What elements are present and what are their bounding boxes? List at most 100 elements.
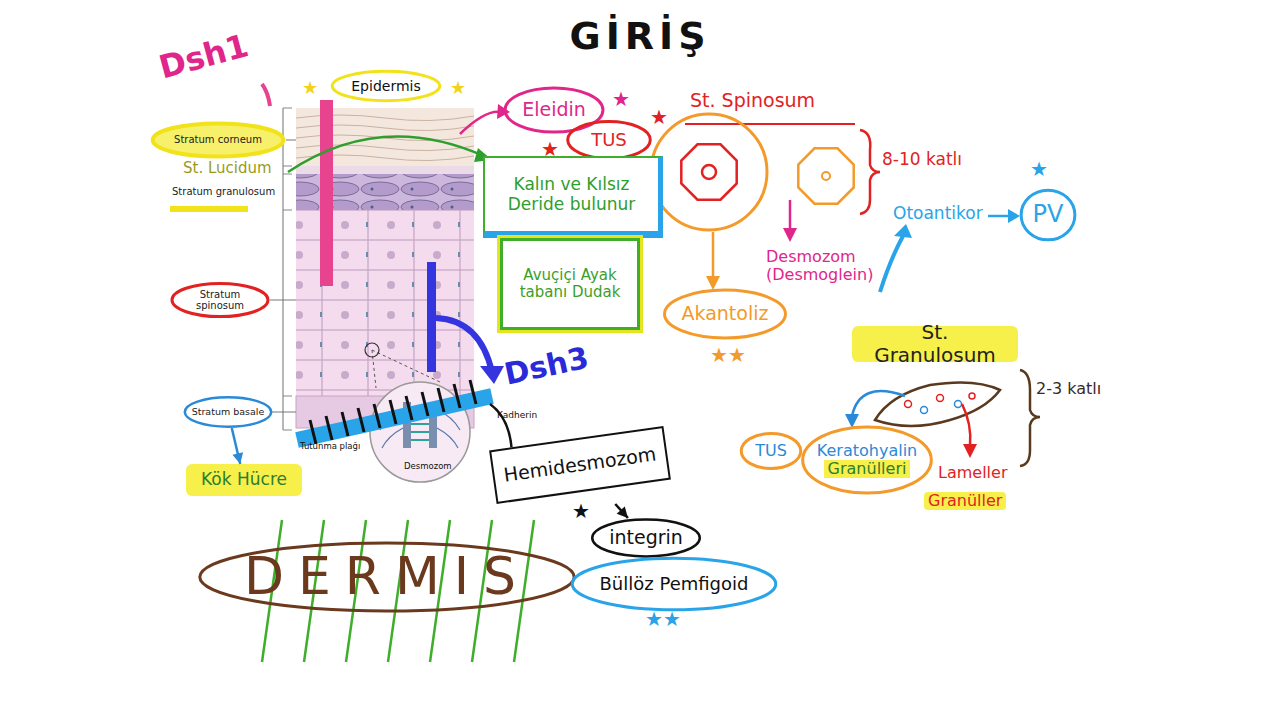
ellipse-node: Akantoliz: [662, 288, 788, 340]
node-text: integrin: [609, 527, 683, 549]
star-mark: ★: [450, 78, 466, 99]
node-body: Eleidin: [503, 86, 605, 134]
arrow-head: [480, 366, 504, 384]
ellipse-shape: [185, 397, 271, 426]
node-body: Epidermis: [330, 70, 442, 102]
ellipse-shape: [172, 283, 268, 316]
node-body: integrin: [590, 518, 702, 558]
ellipse-node: Stratum basale: [183, 396, 273, 428]
arrow-line: [852, 391, 905, 416]
arrow-line: [288, 136, 484, 172]
highlight-underline: [170, 206, 248, 212]
node-body: Akantoliz: [662, 288, 788, 340]
connector: [232, 428, 243, 464]
node-body: Stratum spinosum: [170, 282, 270, 318]
ellipse-shape: [665, 290, 786, 338]
ellipse-node: TUS: [740, 432, 802, 470]
zoom-circle: [365, 343, 379, 357]
leader-line: [270, 140, 296, 412]
node-text: Kalın ve Kılsız Deride bulunur: [491, 175, 652, 214]
text-label: 2-3 katlı: [1036, 380, 1101, 398]
star-mark: ★: [302, 78, 318, 99]
arrow-line: [789, 200, 792, 232]
arrow-head: [963, 444, 977, 458]
text-label: 8-10 katlı: [882, 150, 962, 170]
dsh3-bar: [427, 262, 436, 372]
ellipse-node: KeratohyalinGranülleri: [800, 424, 934, 496]
node-body: Kalın ve Kılsız Deride bulunur: [485, 158, 658, 231]
node-text: Kök Hücre: [201, 470, 287, 490]
node-body: Stratum basale: [183, 396, 273, 428]
star-mark: ★: [541, 138, 559, 161]
ellipse-shape: [200, 543, 574, 611]
node-text: PV: [1033, 201, 1064, 229]
granular-cell: [875, 382, 1000, 426]
ellipse-shape: [803, 427, 932, 493]
star-mark: ★★: [645, 608, 681, 631]
node-text: DERMIS: [244, 547, 530, 607]
text-label: Granüller: [924, 492, 1006, 510]
ellipse-shape: [592, 520, 700, 557]
node-text: Stratum basale: [192, 407, 265, 418]
node-text: Eleidin: [522, 99, 586, 121]
node-body: DERMIS: [192, 540, 582, 614]
ellipse-node: PV: [1020, 188, 1076, 242]
node-body: PV: [1020, 188, 1076, 242]
text-label: Desmozom: [404, 462, 452, 472]
ellipse-shape: [1021, 190, 1075, 240]
node-text: Avuçiçi Ayak tabanı Dudak: [509, 267, 631, 302]
ellipse-node: Epidermis: [330, 70, 442, 102]
node-text: TUS: [591, 130, 627, 151]
arrow-line: [962, 404, 970, 446]
ellipse-node: Eleidin: [503, 86, 605, 134]
granule: [921, 407, 928, 414]
text-label: St. Lucidum: [183, 160, 272, 177]
dsh3-curve: [436, 318, 492, 372]
text-label: Lameller: [938, 464, 1007, 482]
dsh1-hook: [262, 84, 270, 106]
connector: [615, 504, 628, 518]
text-label: Dsh3: [501, 341, 591, 392]
ellipse-node: TUS: [566, 120, 652, 160]
node-text: Stratum spinosum: [176, 289, 264, 312]
star-mark: ★: [1030, 158, 1048, 181]
layer-bracket: [283, 108, 292, 430]
arrow-line: [460, 112, 500, 134]
text-label: Desmozom (Desmoglein): [766, 248, 886, 285]
node-text: Hemidesmozom: [502, 443, 657, 486]
highlight-box: St. Granulosum: [852, 326, 1018, 362]
star-mark: ★: [572, 500, 590, 523]
node-body: Avuçiçi Ayak tabanı Dudak: [503, 241, 637, 327]
ellipse-node: DERMIS: [192, 540, 582, 614]
node-body: Hemidesmozom: [491, 428, 668, 501]
text-label: St. Spinosum: [690, 90, 815, 112]
ellipse-shape: [572, 558, 776, 610]
arrow-head: [1008, 209, 1020, 223]
node-subtext: Granülleri: [824, 460, 911, 478]
arrow-line: [880, 236, 903, 292]
hemidesmosome-comb: [310, 380, 476, 444]
ellipse-shape: [332, 71, 440, 100]
arrow-head: [706, 276, 720, 290]
star-mark: ★: [650, 106, 668, 129]
arrow-head: [783, 228, 797, 242]
granule: [937, 395, 944, 402]
node-text: Keratohyalin: [817, 442, 917, 460]
node-body: Büllöz Pemfigoid: [568, 556, 780, 612]
highlight-box: Kök Hücre: [186, 464, 302, 496]
ellipse-node: Büllöz Pemfigoid: [568, 556, 780, 612]
ellipse-shape: [153, 123, 284, 156]
node-body: TUS: [740, 432, 802, 470]
star-mark: ★: [612, 88, 630, 111]
connector-line: [232, 428, 240, 464]
node-text: TUS: [755, 442, 787, 460]
ellipse-shape: [741, 434, 801, 469]
nucleus: [822, 172, 830, 180]
ellipse-node: Stratum spinosum: [170, 282, 270, 318]
nucleus: [702, 165, 716, 179]
bracket: [860, 130, 880, 214]
node-text: Stratum corneum: [174, 134, 262, 146]
granule: [905, 401, 912, 408]
